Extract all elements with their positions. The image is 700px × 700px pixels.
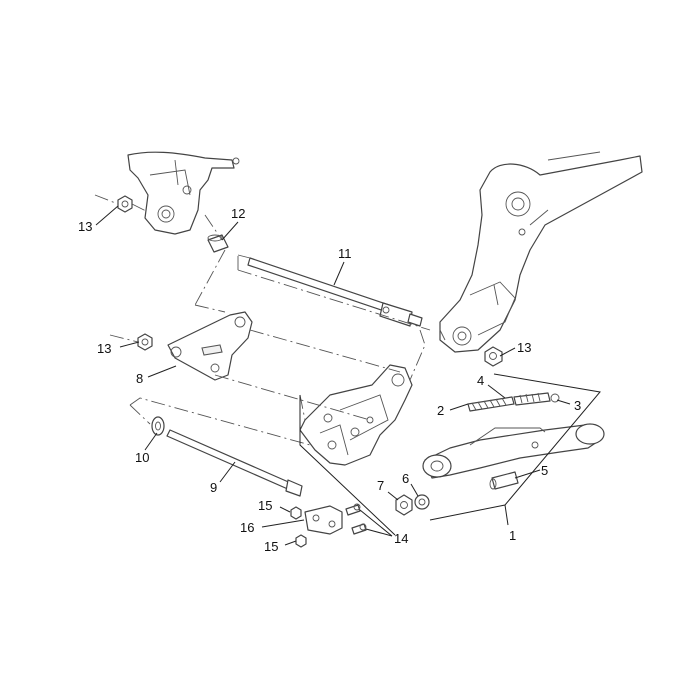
- callout-13-upper: 13: [78, 219, 92, 234]
- callout-15-lower: 15: [264, 539, 278, 554]
- group-outline: [299, 373, 601, 536]
- bolt-9: [166, 429, 303, 497]
- side-stand-1: [422, 423, 605, 479]
- callout-5: 5: [541, 463, 548, 478]
- nut-13-left: [137, 333, 153, 351]
- callout-6: 6: [402, 471, 409, 486]
- nut-15-lower: [295, 534, 307, 548]
- frame-arm-right: [439, 151, 643, 353]
- callout-15-upper: 15: [258, 498, 272, 513]
- callout-8: 8: [136, 371, 143, 386]
- callout-4: 4: [477, 373, 484, 388]
- spring-3: [513, 392, 560, 406]
- washer-6: [414, 494, 430, 510]
- nut-13-upper: [117, 195, 133, 213]
- callout-3: 3: [574, 398, 581, 413]
- nut-15-upper: [290, 506, 302, 520]
- screw-14-upper: [345, 503, 361, 516]
- callout-10: 10: [135, 450, 149, 465]
- assembly-lines: [94, 194, 446, 446]
- callout-1: 1: [509, 528, 516, 543]
- callout-13-left: 13: [97, 341, 111, 356]
- callout-9: 9: [210, 480, 217, 495]
- pin-5: [489, 471, 519, 490]
- callout-2: 2: [437, 403, 444, 418]
- pivot-bolt-11: [247, 257, 423, 327]
- spring-2: [467, 396, 515, 412]
- nut-13-right: [484, 346, 503, 367]
- callout-14: 14: [394, 531, 408, 546]
- callout-7: 7: [377, 478, 384, 493]
- callout-11: 11: [338, 246, 352, 261]
- callout-13-right: 13: [517, 340, 531, 355]
- nut-7: [395, 494, 413, 516]
- mount-bracket: [299, 364, 413, 466]
- frame-bracket-left: [127, 151, 240, 235]
- bushing-12: [207, 234, 229, 253]
- screw-14-lower: [351, 523, 367, 535]
- switch-16: [304, 505, 343, 535]
- callouts: 13 12 11 13 13 8 4 2 3 10 9 5 7 6 15 16 …: [78, 206, 581, 554]
- callout-12: 12: [231, 206, 245, 221]
- leader-lines: [95, 205, 571, 546]
- plate-8: [167, 311, 253, 381]
- callout-16: 16: [240, 520, 254, 535]
- washer-10: [151, 416, 165, 436]
